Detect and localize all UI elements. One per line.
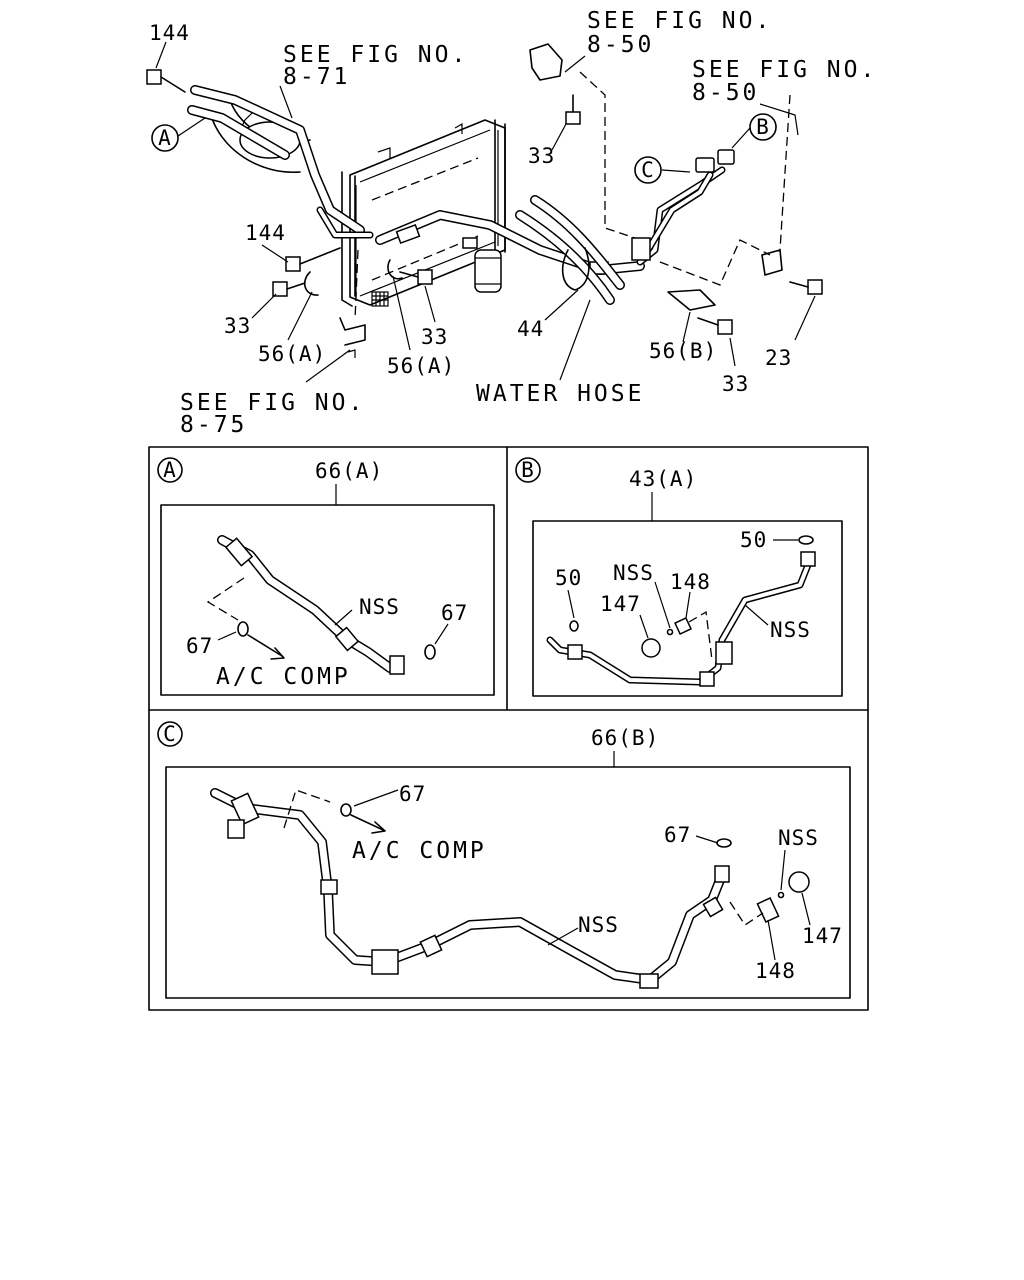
detail-b-oring-50-right: 50 [740, 528, 767, 552]
detail-a-oring-67-left: 67 [186, 634, 213, 658]
detail-b-part-no: 43(A) [629, 467, 697, 491]
valve-core-148-c [756, 896, 780, 924]
detail-b-nss-valve: NSS [613, 561, 654, 585]
main-exploded-view: SEE FIG NO. 8-71 SEE FIG NO. 8-50 SEE FI… [146, 8, 877, 438]
detail-a-oring-67-right: 67 [441, 601, 468, 625]
bolt-33-top [565, 94, 581, 125]
see-fig-8-50-right-line1: SEE FIG NO. [692, 57, 877, 83]
compressor-lines [187, 85, 374, 239]
water-hose [515, 195, 625, 305]
hose-66a [217, 535, 405, 675]
marker-b-letter: B [756, 115, 770, 139]
callout-56b: 56(B) [649, 339, 717, 363]
detail-b-nss-pipe: NSS [770, 618, 811, 642]
see-fig-8-50-top-line1: SEE FIG NO. [587, 8, 772, 34]
detail-a-ac-comp: A/C COMP [216, 664, 351, 690]
o-ring-67-a2 [424, 644, 436, 660]
cap-147-c [788, 871, 810, 893]
detail-c-cap-147: 147 [802, 924, 843, 948]
detail-c-oring-67-right: 67 [664, 823, 691, 847]
receiver-drier [462, 237, 502, 293]
see-fig-8-75-line1: SEE FIG NO. [180, 390, 365, 416]
detail-a-nss: NSS [359, 595, 400, 619]
detail-b-cap-147: 147 [600, 592, 641, 616]
see-fig-8-75-line2: 8-75 [180, 412, 247, 438]
callout-33-left: 33 [224, 314, 251, 338]
marker-c-letter: C [641, 158, 655, 182]
see-fig-8-50-right-line2: 8-50 [692, 80, 759, 106]
see-fig-8-71-line1: SEE FIG NO. [283, 42, 468, 68]
callout-56a-left: 56(A) [258, 342, 326, 366]
o-ring-67-c1 [340, 803, 352, 817]
callout-23: 23 [765, 346, 792, 370]
detail-b-oring-50-left: 50 [555, 566, 582, 590]
detail-c-ac-comp: A/C COMP [352, 838, 487, 864]
detail-b-marker: B [521, 458, 535, 482]
detail-c-nss-valve: NSS [778, 826, 819, 850]
detail-c-nss-hose: NSS [578, 913, 619, 937]
callout-water-hose: WATER HOSE [476, 381, 644, 407]
callout-56a-center: 56(A) [387, 354, 455, 378]
callout-144-top: 144 [149, 21, 190, 45]
o-ring-67-a1 [237, 621, 249, 637]
bolt-23 [789, 279, 823, 295]
detail-c-oring-67-left: 67 [399, 782, 426, 806]
detail-b-valve-core-148: 148 [670, 570, 711, 594]
bolt-144-mid [285, 247, 341, 272]
detail-a: A 66(A) NSS 67 67 A/C COMP [157, 457, 495, 696]
cap-147-b [641, 638, 661, 658]
detail-frame [148, 446, 869, 1011]
o-ring-50-right [798, 535, 814, 545]
valve-core-148-b [674, 617, 692, 635]
hose-66b [210, 788, 730, 989]
detail-a-part-no: 66(A) [315, 459, 383, 483]
o-ring-50-left [569, 620, 579, 632]
right-pipes [631, 149, 735, 266]
bolt-33-center [399, 269, 433, 285]
marker-c: C [634, 156, 662, 184]
see-fig-8-71-line2: 8-71 [283, 64, 350, 90]
brackets [303, 43, 791, 321]
bolt-33-right [697, 317, 733, 335]
leader-lines [155, 41, 816, 383]
detail-a-marker: A [163, 458, 177, 482]
callout-44: 44 [517, 317, 544, 341]
bolt-144-top [146, 69, 186, 93]
detail-c: C 66(B) 67 A/C COMP [157, 721, 851, 999]
bolt-33-left [272, 281, 306, 297]
callout-33-top: 33 [528, 144, 555, 168]
condenser-core [339, 119, 506, 358]
callout-33-right: 33 [722, 372, 749, 396]
o-ring-67-c2 [716, 838, 732, 848]
see-fig-8-50-top-line2: 8-50 [587, 32, 654, 58]
marker-a: A [151, 124, 179, 152]
pipe-43a [546, 551, 816, 687]
callout-33-center: 33 [421, 325, 448, 349]
detail-c-part-no: 66(B) [591, 726, 659, 750]
marker-a-letter: A [158, 126, 172, 150]
detail-c-valve-core-148: 148 [755, 959, 796, 983]
marker-b: B [749, 113, 777, 141]
callout-144-mid: 144 [245, 221, 286, 245]
detail-b: B 43(A) 50 50 NSS 148 147 NSS [515, 457, 843, 697]
bolts [146, 69, 823, 335]
detail-c-marker: C [163, 722, 177, 746]
